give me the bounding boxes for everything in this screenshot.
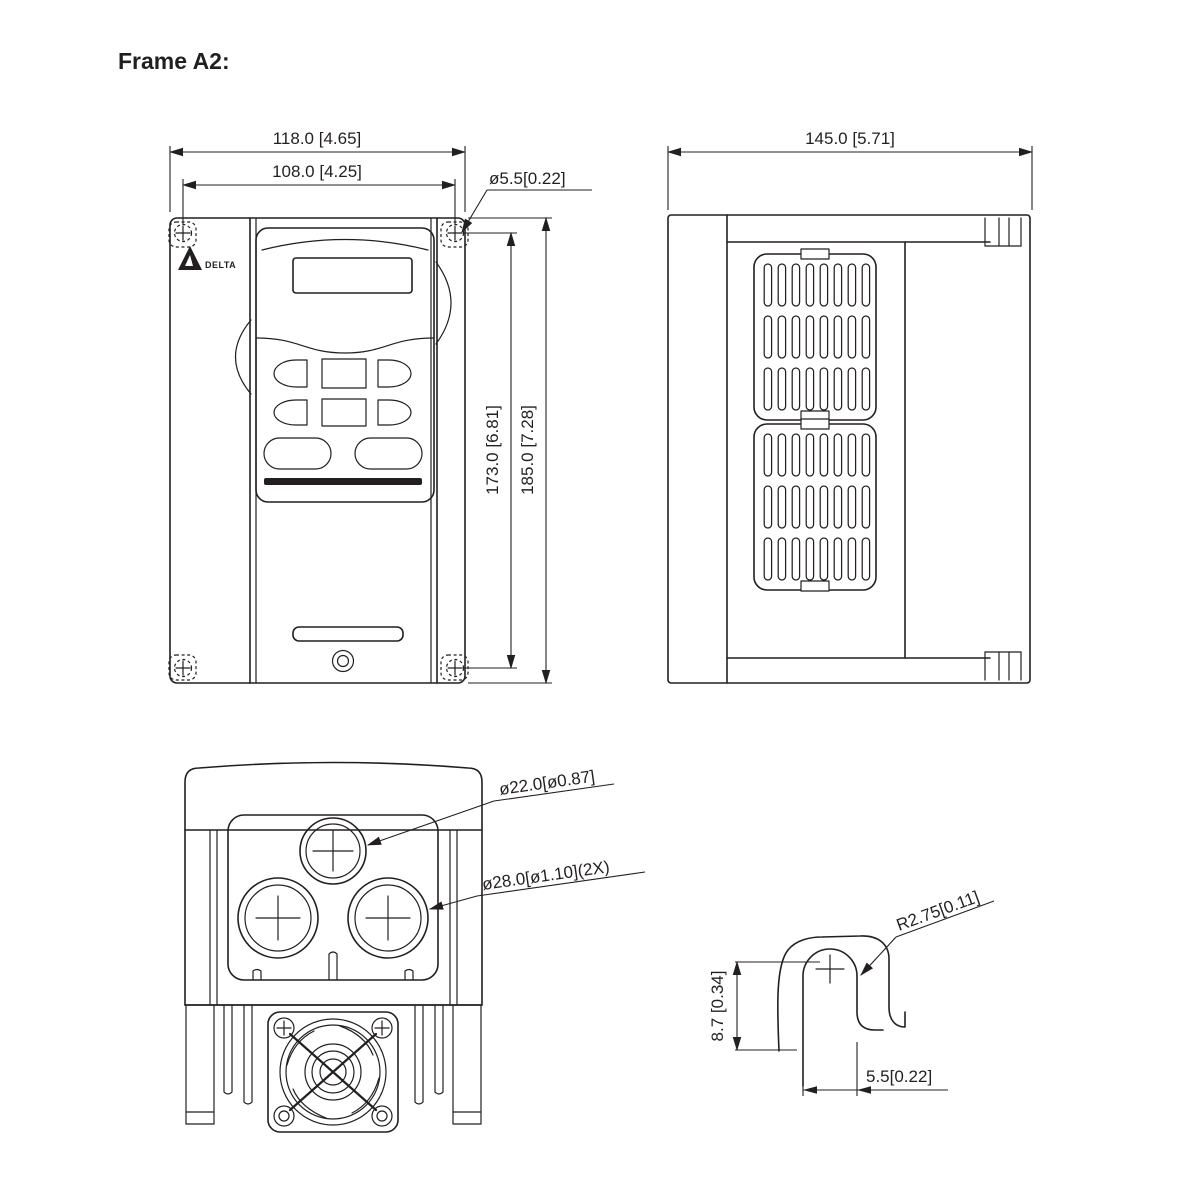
bottom-body-outline	[184, 761, 483, 1006]
keypad	[255, 227, 435, 503]
lcd-display	[292, 257, 413, 294]
conduit-hole-right	[347, 877, 429, 959]
conduit-hole-left	[237, 877, 319, 959]
dim-mount-width: 108.0 [4.25]	[272, 162, 362, 181]
key-center-1	[321, 358, 367, 389]
conduit-hole-small	[299, 817, 367, 885]
right-latch-bulge	[435, 261, 452, 345]
conduit-plate	[227, 814, 439, 981]
key-stop	[354, 437, 423, 470]
dim-large-conduit: ø28.0[ø1.10](2X)	[481, 857, 611, 894]
keyhole-outer-contour	[776, 935, 906, 1052]
keyhole-detail: 8.7 [0.34] R2.75[0.11] 5.5[0.22]	[708, 887, 995, 1096]
key-right-1	[377, 359, 412, 388]
dim-depth: 145.0 [5.71]	[805, 129, 895, 148]
front-dimensions: 118.0 [4.65] 108.0 [4.25] ø5.5[0.22] 173…	[168, 129, 592, 685]
dim-mount-hole: ø5.5[0.22]	[489, 169, 566, 188]
dim-height: 185.0 [7.28]	[518, 405, 537, 495]
keyhole-dimensions: 8.7 [0.34] R2.75[0.11] 5.5[0.22]	[708, 887, 995, 1096]
mount-keyhole-top-left	[168, 221, 197, 248]
key-left-2	[273, 399, 308, 426]
front-screw	[331, 649, 355, 673]
side-view: 145.0 [5.71]	[666, 129, 1034, 684]
side-vent-grille-upper	[753, 248, 877, 422]
key-center-2	[321, 398, 367, 427]
side-top-flange	[984, 217, 1022, 247]
delta-logo-text: DELTA	[205, 260, 236, 270]
heatsink	[184, 1004, 483, 1125]
side-bottom-flange	[984, 651, 1022, 681]
side-dimensions: 145.0 [5.71]	[666, 129, 1034, 210]
front-view: DELTA	[168, 129, 592, 685]
side-vent-grille-lower	[753, 418, 877, 592]
cooling-fan	[267, 1011, 399, 1133]
dim-slot-width: 5.5[0.22]	[866, 1067, 932, 1086]
dim-mount-height: 173.0 [6.81]	[483, 405, 502, 495]
page-title: Frame A2:	[118, 48, 230, 74]
dim-width: 118.0 [4.65]	[273, 129, 362, 148]
left-latch-bulge	[234, 319, 252, 395]
key-run	[263, 437, 332, 470]
front-slot	[292, 626, 404, 642]
front-body-outline	[169, 217, 466, 684]
mount-keyhole-bottom-left	[168, 654, 197, 681]
bottom-view: ø22.0[ø0.87] ø28.0[ø1.10](2X)	[184, 761, 646, 1133]
dim-small-conduit: ø22.0[ø0.87]	[498, 767, 596, 799]
dim-radius: R2.75[0.11]	[894, 887, 982, 934]
key-left-1	[273, 359, 308, 388]
bottom-dimensions: ø22.0[ø0.87] ø28.0[ø1.10](2X)	[366, 767, 646, 910]
keypad-bar	[264, 478, 422, 485]
delta-logo: DELTA	[178, 246, 236, 270]
side-body-outline	[667, 214, 1031, 684]
mount-keyhole-top-right	[440, 221, 469, 248]
key-right-2	[377, 399, 412, 426]
keyhole-slot	[802, 948, 884, 1087]
dim-slot-depth: 8.7 [0.34]	[708, 971, 727, 1042]
